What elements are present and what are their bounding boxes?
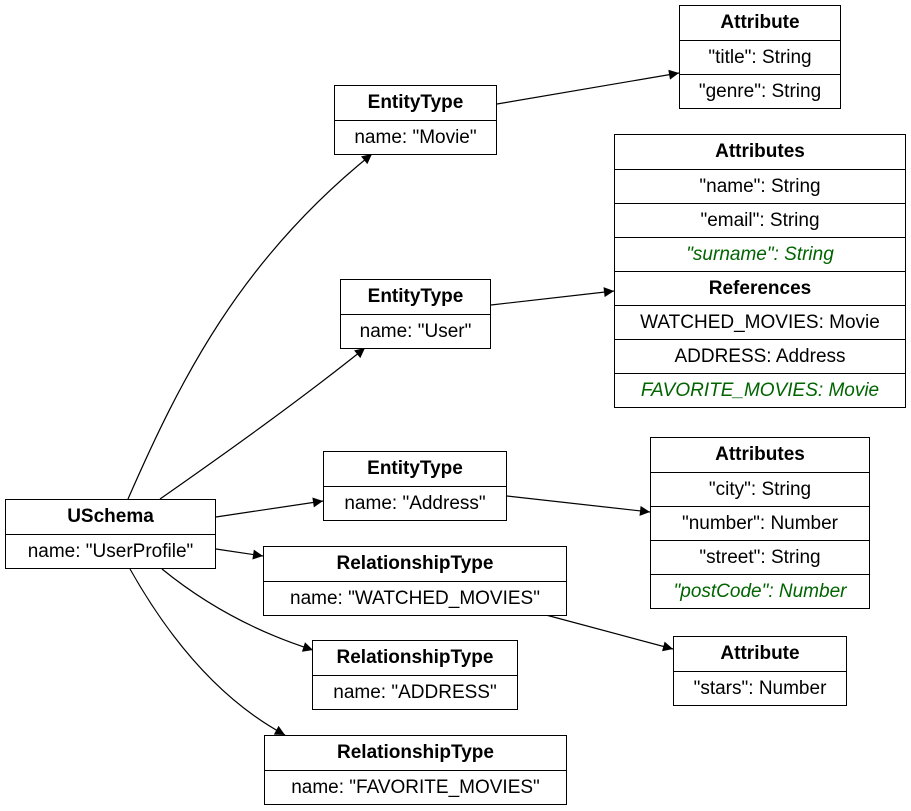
entitytype-address-header: EntityType	[367, 458, 463, 479]
attribute-movie-title: "title": String	[680, 40, 840, 74]
attributes-user-name: "name": String	[615, 169, 905, 203]
edge-uschema-movie	[127, 153, 373, 500]
relationshiptype-address-header: RelationshipType	[336, 647, 494, 668]
edge-user-attrs	[490, 287, 615, 306]
entitytype-movie-node: EntityType name: "Movie"	[334, 85, 497, 155]
attribute-watched-stars: "stars": Number	[674, 671, 846, 705]
entitytype-user-node: EntityType name: "User"	[340, 279, 491, 349]
relationshiptype-favorite-header: RelationshipType	[337, 742, 494, 763]
edge-uschema-favorite	[129, 568, 286, 736]
edge-uschema-user	[159, 347, 366, 500]
attributes-address-postcode: "postCode": Number	[651, 574, 869, 608]
attributes-address-city: "city": String	[651, 472, 869, 506]
entitytype-user-header: EntityType	[367, 286, 464, 307]
attributes-address-node: Attributes "city": String "number": Numb…	[650, 437, 870, 609]
attribute-movie-node: Attribute "title": String "genre": Strin…	[679, 5, 841, 109]
relationshiptype-watched-name: name: "WATCHED_MOVIES"	[264, 581, 566, 615]
uschema-header: USchema	[67, 506, 154, 527]
uschema-name: name: "UserProfile"	[6, 534, 215, 568]
uschema-node: USchema name: "UserProfile"	[5, 499, 216, 569]
references-user-favorite: FAVORITE_MOVIES: Movie	[615, 373, 905, 407]
relationshiptype-favorite-node: RelationshipType name: "FAVORITE_MOVIES"	[264, 735, 567, 805]
attribute-watched-node: Attribute "stars": Number	[673, 636, 847, 706]
attribute-movie-header: Attribute	[720, 12, 800, 33]
references-user-header: References	[615, 271, 905, 305]
attributes-user-node: Attributes "name": String "email": Strin…	[614, 134, 906, 408]
entitytype-movie-header: EntityType	[367, 92, 464, 113]
references-user-address: ADDRESS: Address	[615, 339, 905, 373]
attributes-user-header: Attributes	[715, 141, 805, 162]
entitytype-address-name: name: "Address"	[324, 486, 506, 520]
attribute-movie-genre: "genre": String	[680, 74, 840, 108]
relationshiptype-address-node: RelationshipType name: "ADDRESS"	[312, 640, 518, 710]
entitytype-movie-name: name: "Movie"	[335, 120, 496, 154]
relationshiptype-address-name: name: "ADDRESS"	[313, 675, 517, 709]
edge-address-attrs	[506, 495, 651, 516]
attributes-user-surname: "surname": String	[615, 237, 905, 271]
edge-movie-attr	[496, 69, 680, 105]
edge-uschema-address	[215, 497, 324, 518]
edge-uschema-watched	[215, 548, 264, 560]
relationshiptype-favorite-name: name: "FAVORITE_MOVIES"	[265, 770, 566, 804]
relationshiptype-watched-header: RelationshipType	[336, 553, 494, 574]
edge-uschema-rel-address	[161, 568, 314, 652]
attribute-watched-header: Attribute	[720, 643, 800, 664]
references-user-watched: WATCHED_MOVIES: Movie	[615, 305, 905, 339]
entitytype-address-node: EntityType name: "Address"	[323, 451, 507, 521]
attributes-address-street: "street": String	[651, 540, 869, 574]
attributes-address-header: Attributes	[715, 444, 805, 465]
attributes-address-number: "number": Number	[651, 506, 869, 540]
entitytype-user-name: name: "User"	[341, 314, 490, 348]
edge-watched-attr	[545, 614, 674, 652]
attributes-user-email: "email": String	[615, 203, 905, 237]
relationshiptype-watched-node: RelationshipType name: "WATCHED_MOVIES"	[263, 546, 567, 616]
